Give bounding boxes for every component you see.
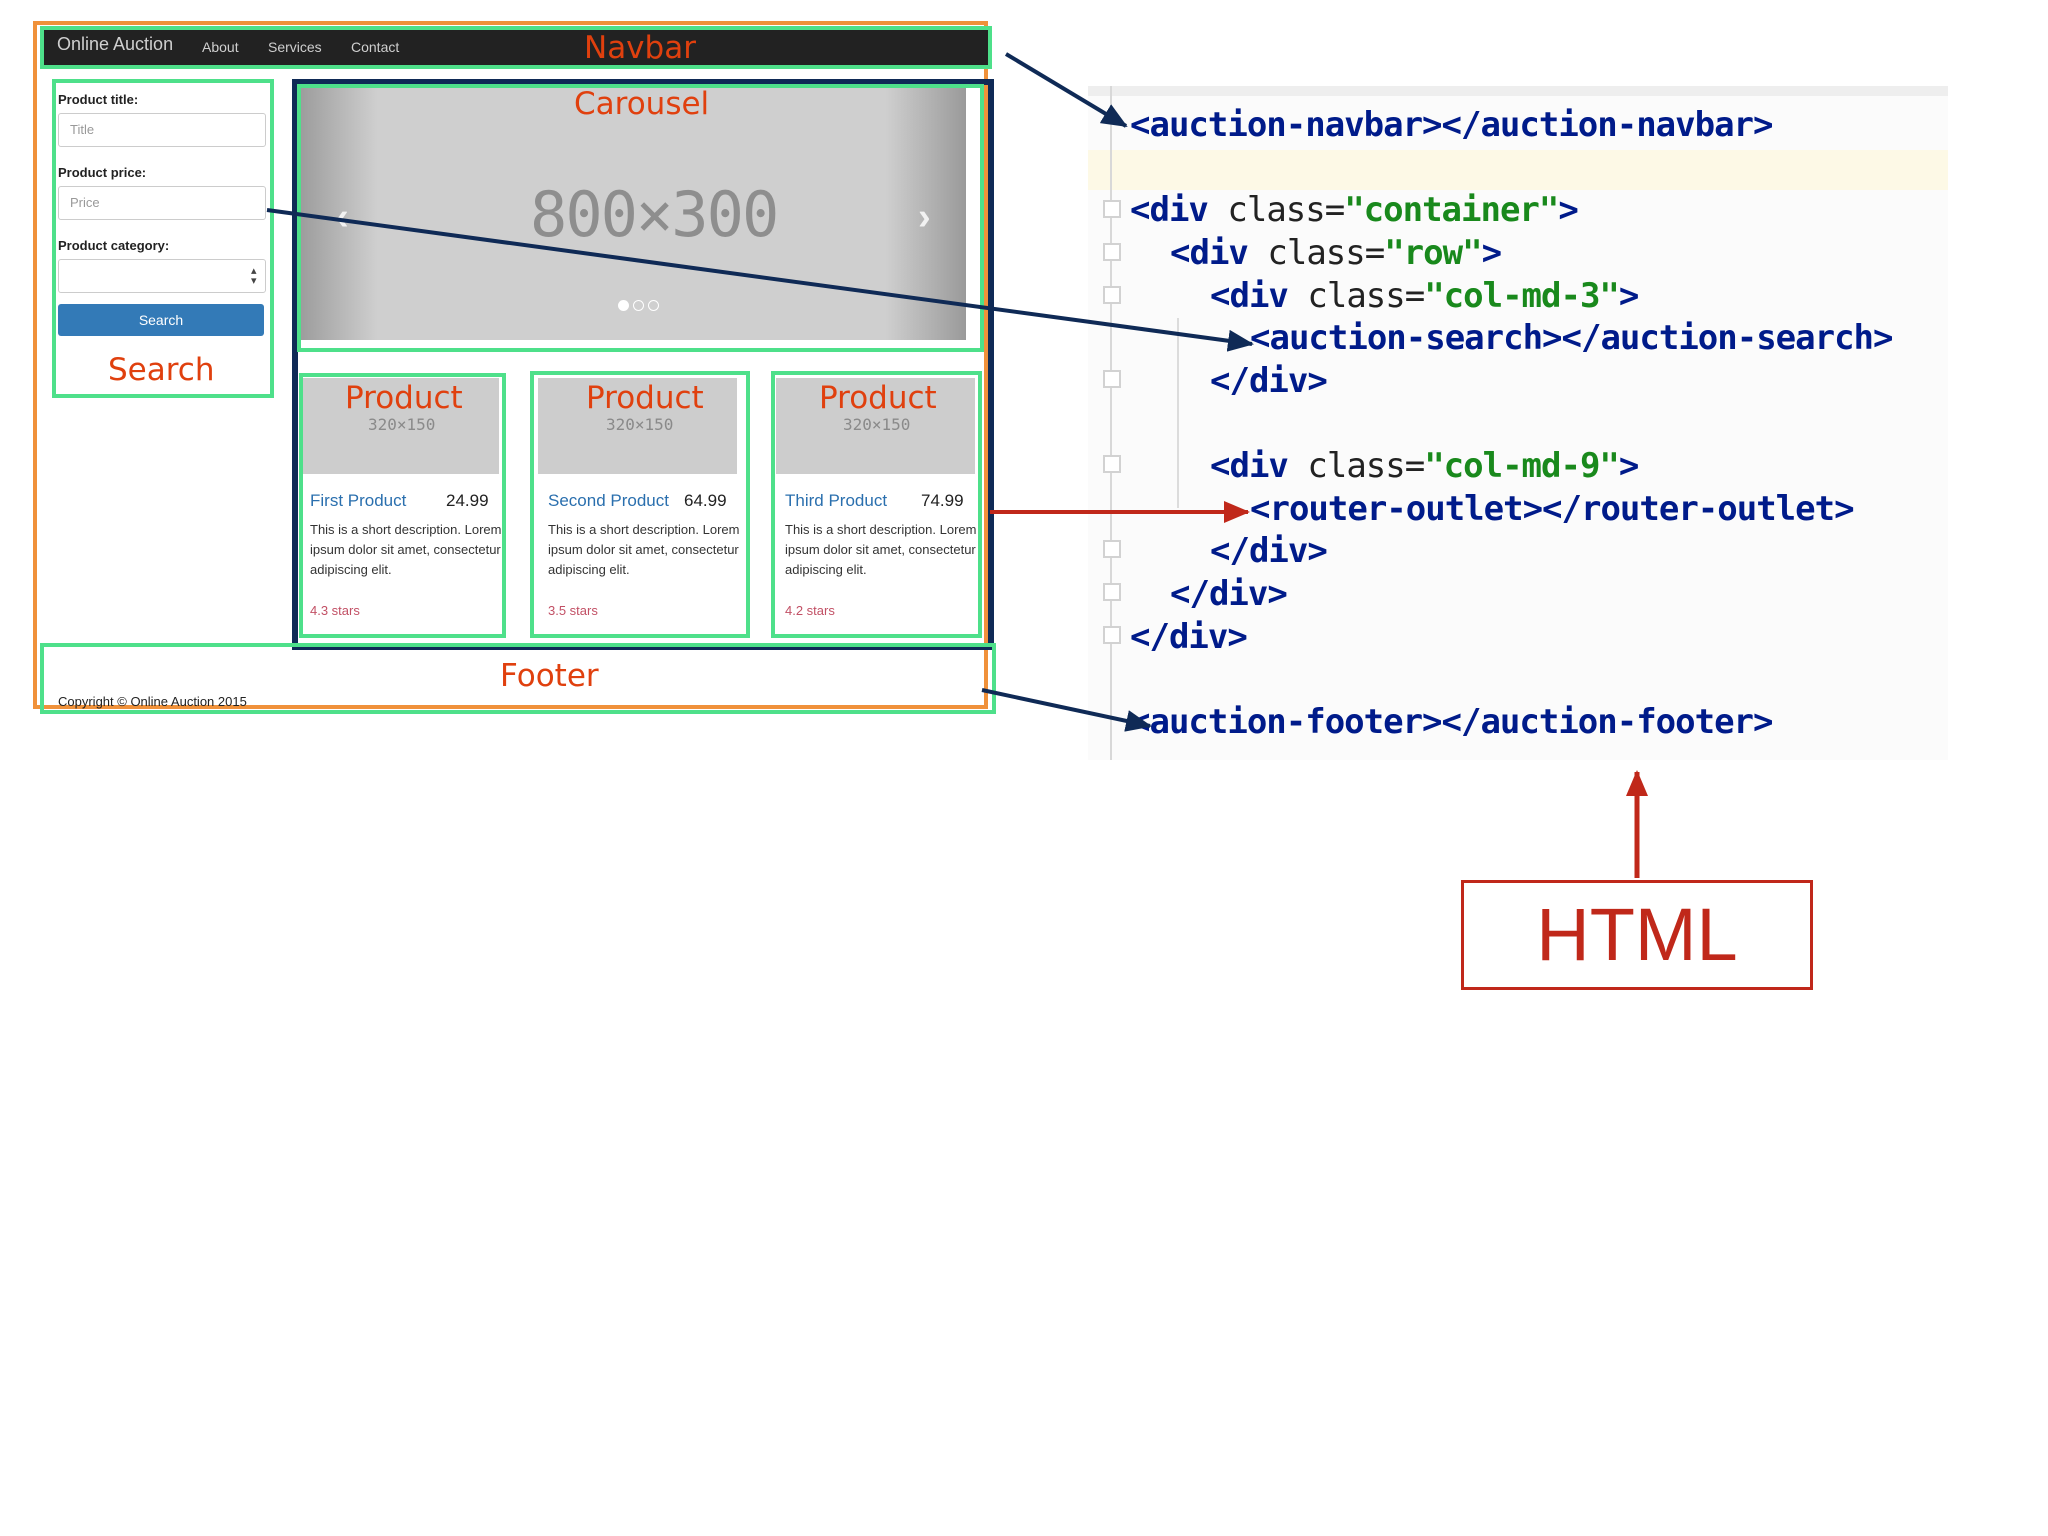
product-thumbnail-label: 320×150 xyxy=(368,415,436,434)
product-title-input[interactable]: Title xyxy=(58,113,266,147)
product-price-input[interactable]: Price xyxy=(58,186,266,220)
arrow-footer-to-code xyxy=(981,688,1152,732)
product-rating: 4.2 stars xyxy=(785,603,835,618)
code-line-close-div: </div> xyxy=(1210,361,1328,401)
footer-copyright: Copyright © Online Auction 2015 xyxy=(58,694,247,709)
navbar-brand[interactable]: Online Auction xyxy=(57,34,174,54)
product-name-link[interactable]: First Product xyxy=(310,491,407,510)
product-thumbnail xyxy=(303,378,499,474)
product-name-link[interactable]: Third Product xyxy=(785,491,888,510)
code-line-col-md-9: <div class="col-md-9"> xyxy=(1210,446,1639,486)
nav-link-contact[interactable]: Contact xyxy=(351,39,400,55)
fold-marker-icon[interactable] xyxy=(1103,243,1121,261)
carousel-highlight-box xyxy=(297,84,984,352)
navbar xyxy=(44,28,988,67)
code-editor-panel xyxy=(1088,86,1948,760)
product-annotation: Product xyxy=(345,380,463,416)
product-card[interactable] xyxy=(771,371,982,638)
code-line-row: <div class="row"> xyxy=(1170,233,1502,273)
fold-marker-icon[interactable] xyxy=(1103,370,1121,388)
navbar-highlight-box xyxy=(40,26,992,69)
carousel-annotation: Carousel xyxy=(574,86,710,122)
product-annotation: Product xyxy=(819,380,937,416)
html-label-box: HTML xyxy=(1461,880,1813,990)
product-thumbnail-label: 320×150 xyxy=(606,415,674,434)
carousel-indicator[interactable] xyxy=(618,300,629,311)
code-line-close-div: </div> xyxy=(1210,531,1328,571)
code-line-footer: <auction-footer></auction-footer> xyxy=(1130,702,1774,742)
arrow-search-to-code xyxy=(266,208,1254,352)
router-outlet-box xyxy=(292,79,994,650)
product-rating: 3.5 stars xyxy=(548,603,598,618)
product-thumbnail-label: 320×150 xyxy=(843,415,911,434)
code-line-close-div: </div> xyxy=(1170,574,1288,614)
product-rating: 4.3 stars xyxy=(310,603,360,618)
product-card[interactable] xyxy=(530,371,750,638)
nav-link-about[interactable]: About xyxy=(202,39,239,55)
fold-marker-icon[interactable] xyxy=(1103,455,1121,473)
code-line-router-outlet: <router-outlet></router-outlet> xyxy=(1250,489,1855,529)
chevron-right-icon[interactable]: › xyxy=(918,196,931,238)
product-category-label: Product category: xyxy=(58,238,170,253)
product-name-link[interactable]: Second Product xyxy=(548,491,669,510)
product-thumbnail xyxy=(776,378,975,474)
product-price-label: Product price: xyxy=(58,165,147,180)
fold-marker-icon[interactable] xyxy=(1103,540,1121,558)
product-description: This is a short description. Lorem ipsum… xyxy=(310,522,502,577)
product-title-label: Product title: xyxy=(58,92,139,107)
footer-annotation: Footer xyxy=(500,658,599,694)
select-caret-icon: ▴▾ xyxy=(251,265,257,287)
code-line-col-md-3: <div class="col-md-3"> xyxy=(1210,276,1639,316)
product-thumbnail xyxy=(538,378,737,474)
product-annotation: Product xyxy=(586,380,704,416)
product-description: This is a short description. Lorem ipsum… xyxy=(548,522,740,577)
fold-marker-icon[interactable] xyxy=(1103,583,1121,601)
code-gutter-line xyxy=(1110,86,1112,760)
product-price: 64.99 xyxy=(684,491,727,510)
product-card[interactable] xyxy=(299,373,506,638)
search-button[interactable]: Search xyxy=(58,304,264,336)
code-line-close-div: </div> xyxy=(1130,617,1248,657)
fold-marker-icon[interactable] xyxy=(1103,200,1121,218)
carousel-indicator[interactable] xyxy=(648,300,659,311)
carousel-image xyxy=(297,88,966,340)
code-editor-top-strip xyxy=(1088,86,1948,96)
product-price: 24.99 xyxy=(446,491,489,510)
code-line-navbar: <auction-navbar></auction-navbar> xyxy=(1130,105,1774,145)
arrow-navbar-to-code xyxy=(1004,52,1128,128)
fold-marker-icon[interactable] xyxy=(1103,626,1121,644)
product-price: 74.99 xyxy=(921,491,964,510)
code-line-container: <div class="container"> xyxy=(1130,190,1579,230)
navbar-annotation: Navbar xyxy=(584,30,696,66)
current-line-highlight xyxy=(1088,150,1948,190)
product-description: This is a short description. Lorem ipsum… xyxy=(785,522,977,577)
code-line-search: <auction-search></auction-search> xyxy=(1250,318,1894,358)
fold-marker-icon[interactable] xyxy=(1103,286,1121,304)
chevron-left-icon[interactable]: ‹ xyxy=(336,196,349,238)
nav-link-services[interactable]: Services xyxy=(268,39,322,55)
search-highlight-box xyxy=(52,79,274,398)
indent-guide xyxy=(1177,318,1179,508)
search-annotation: Search xyxy=(108,352,215,388)
footer-highlight-box xyxy=(40,643,996,714)
carousel-image-label: 800×300 xyxy=(530,178,779,251)
carousel-indicator[interactable] xyxy=(633,300,644,311)
product-category-select[interactable] xyxy=(58,259,266,293)
